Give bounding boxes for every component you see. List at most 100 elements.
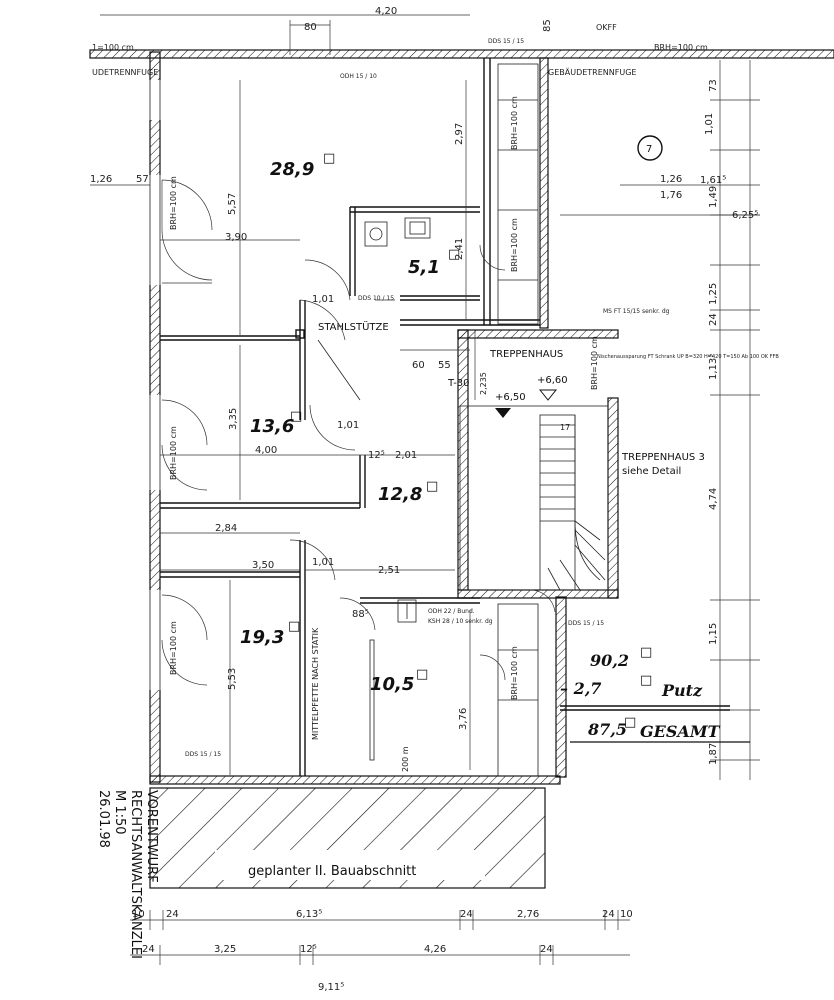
dormer-strips	[497, 63, 539, 777]
stair-wall-right	[607, 397, 619, 599]
label-bauabschnitt: geplanter II. Bauabschnitt	[248, 864, 416, 879]
room-area-13-6: 13,6	[250, 416, 294, 437]
label-brh-top: BRH=100 cm	[654, 43, 708, 52]
calc-gesamt-label: GESAMT	[640, 722, 721, 741]
label-odh-top: ODH 15 / 10	[340, 73, 377, 80]
dim-text: 55	[438, 360, 451, 371]
dim-bottom: 6,13⁵	[296, 909, 322, 920]
dim-text: 80	[304, 22, 317, 33]
dim-text: 24	[708, 313, 719, 326]
calc-net-total: 87,5	[587, 720, 627, 739]
dim-text: 4,00	[255, 445, 277, 456]
label-mittelpfette: MITTELPFETTE NACH STATIK	[311, 627, 320, 740]
calc-putz-label: Putz	[661, 681, 703, 700]
label-brh-vert-7: BRH=100 cm	[590, 336, 599, 390]
label-stahlstuetze: STAHLSTÜTZE	[318, 320, 389, 333]
dim-text: 85	[542, 19, 553, 32]
dim-text: 2,51	[378, 565, 400, 576]
area-mark: □	[640, 645, 652, 660]
stamp-line3: M 1:50	[112, 790, 127, 835]
arrow-outline-icon	[538, 389, 558, 401]
label-brh-left: 1=100 cm	[92, 43, 134, 52]
fixtures	[295, 217, 431, 761]
stair-step-17: 17	[560, 423, 570, 432]
dim-text: 3,50	[252, 560, 274, 571]
label-nische: Nischenaussparung FT Schrank UP B=320 H=…	[597, 354, 779, 360]
dim-bottom: 9,11⁵	[318, 982, 344, 993]
room-area-5-1: 5,1	[408, 257, 440, 278]
dim-text: 1,87	[708, 743, 719, 765]
dim-text: 1,26	[660, 174, 682, 185]
label-dds-top: DDS 15 / 15	[488, 38, 524, 45]
area-mark: □	[323, 151, 335, 166]
dim-bottom: 24	[602, 909, 615, 920]
dim-text: 1,25	[708, 283, 719, 305]
right-wall-lower	[555, 596, 567, 778]
stair-wall-left	[457, 329, 469, 591]
area-mark: □	[290, 409, 302, 424]
section-marker-circle	[637, 135, 663, 161]
area-mark: □	[426, 479, 438, 494]
dim-text: 5,53	[227, 668, 238, 690]
dim-text: 4,74	[708, 488, 719, 510]
dim-text: 57	[136, 174, 149, 185]
dim-text: 1,13⁵	[708, 354, 719, 380]
right-wall-upper	[539, 57, 549, 329]
area-mark: □	[624, 715, 636, 730]
bottom-wall	[149, 775, 561, 785]
arrow-down-icon	[495, 408, 511, 418]
doors	[161, 179, 556, 686]
level-2235: 2,235	[479, 372, 488, 395]
room-area-10-5: 10,5	[370, 674, 414, 695]
room-area-19-3: 19,3	[240, 627, 284, 648]
label-brh-vert-5: BRH=100 cm	[510, 218, 519, 272]
dim-bottom: 24	[540, 944, 553, 955]
dim-bottom: 24	[142, 944, 155, 955]
sink-icon	[404, 217, 431, 239]
dim-text: 73	[708, 79, 719, 92]
sink-lower-icon	[397, 599, 417, 623]
dim-text: 6,25⁵	[732, 210, 758, 221]
label-200m: 200 m	[401, 746, 410, 772]
label-ksh: KSH 28 / 10 senkr. dg	[428, 618, 493, 625]
label-brh-vert-6: BRH=100 cm	[510, 646, 519, 700]
dim-text: 5,57	[227, 193, 238, 215]
interior-walls	[160, 57, 619, 778]
dim-text: 1,61⁵	[700, 175, 726, 186]
label-brh-vert-3: BRH=100 cm	[169, 621, 178, 675]
label-brh-vert-4: BRH=100 cm	[510, 96, 519, 150]
dim-text: 1,49	[708, 186, 719, 208]
dim-text: 1,01	[337, 420, 359, 431]
label-odh-right: ODH 22 / Bund.	[428, 608, 475, 615]
room-area-12-8: 12,8	[378, 484, 422, 505]
staircase: 17	[539, 414, 606, 591]
label-treppenhaus3: TREPPENHAUS 3	[621, 452, 705, 463]
dim-bottom: 4,26	[424, 944, 446, 955]
label-brh-vert-2: BRH=100 cm	[169, 426, 178, 480]
dim-bottom: 12⁵	[300, 944, 317, 955]
dim-bottom: 2,76	[517, 909, 539, 920]
dim-text: 3,90	[225, 232, 247, 243]
steel-column-icon	[295, 329, 305, 339]
dim-bottom: 10	[620, 909, 633, 920]
top-wall	[89, 49, 834, 59]
stair-wall-top	[457, 329, 619, 339]
dim-text: 2,97	[454, 123, 465, 145]
label-brh-vert-1: BRH=100 cm	[169, 176, 178, 230]
dim-text: 4,20	[375, 6, 397, 17]
area-mark: □	[288, 619, 300, 634]
label-trennfuge-left: UDETRENNFUGE	[92, 68, 158, 77]
area-mark: □	[640, 673, 652, 688]
dim-text: 1,01	[312, 557, 334, 568]
dim-bottom: 10	[132, 909, 145, 920]
calc-minus-putz: – 2,7	[560, 679, 601, 698]
dim-bottom: 3,25	[214, 944, 236, 955]
dim-text: 2,01	[395, 450, 417, 461]
room-area-28-9: 28,9	[270, 159, 314, 180]
label-dds-bottom: DDS 15 / 15	[185, 751, 221, 758]
label-treppenhaus: TREPPENHAUS	[489, 349, 563, 360]
dim-text: 1,01	[312, 294, 334, 305]
stamp-line4: 26.01.98	[96, 790, 111, 848]
label-ms-ft: MS FT 15/15 senkr. dg	[603, 308, 670, 315]
